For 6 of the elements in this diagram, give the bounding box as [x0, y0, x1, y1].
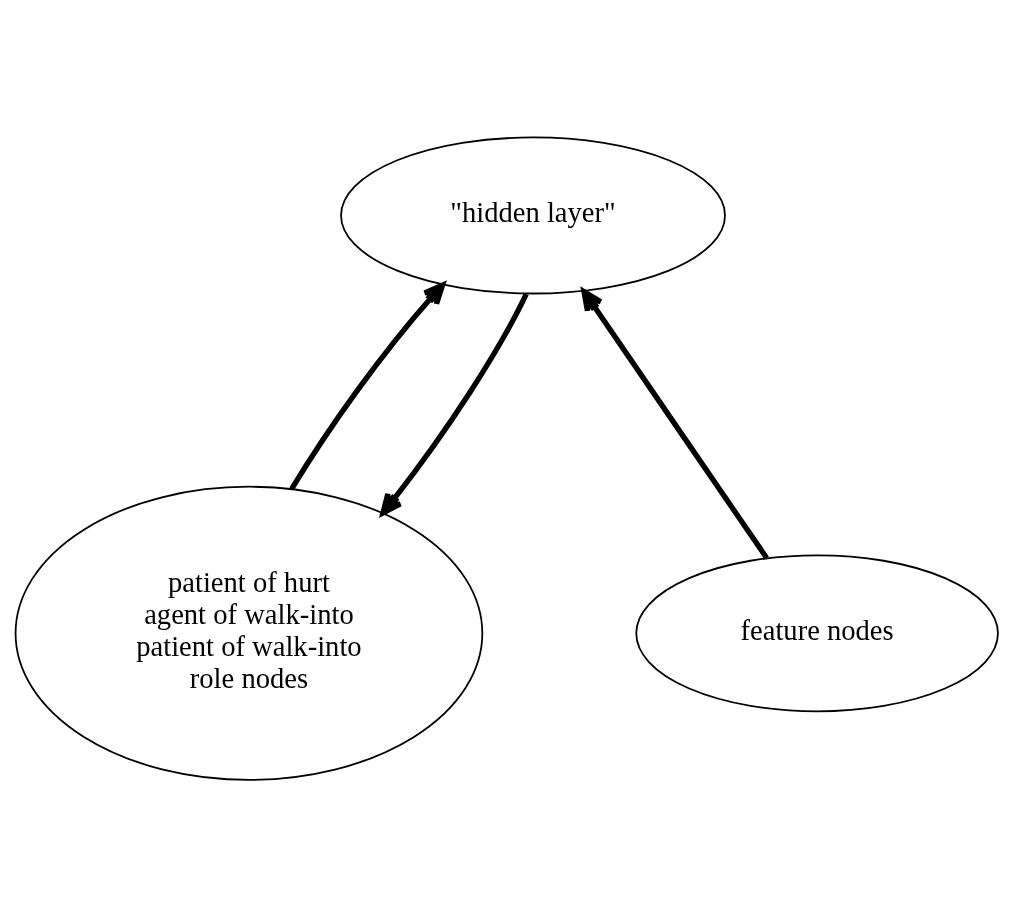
arrow [581, 288, 769, 559]
arrow [289, 281, 446, 490]
node-ellipse: "hidden layer" [340, 136, 726, 294]
node-ellipse: patient of hurt agent of walk-into patient of walk-into role nodes [14, 485, 484, 781]
arrow [380, 292, 529, 515]
node-ellipse: feature nodes [635, 553, 999, 712]
